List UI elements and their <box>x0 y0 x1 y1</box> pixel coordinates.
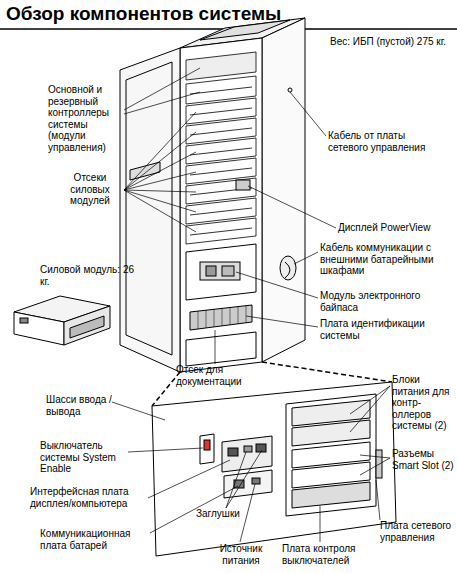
callout-label: Модуль электронного байпаса <box>320 290 440 313</box>
page-title: Обзор компонентов системы <box>6 3 281 25</box>
callout-label: Вес: ИБП (пустой) 275 кг. <box>330 36 450 48</box>
callout-label: Отсеки силовых модулей <box>54 172 126 207</box>
callout-label: Кабель от платы сетевого управления <box>328 130 438 153</box>
cabinet-drawing <box>120 18 305 372</box>
callout-label: Кабель коммуникации с внешними батарейны… <box>320 242 455 277</box>
callout-label: Дисплей PowerView <box>338 222 453 234</box>
callout-label: Плата идентификации системы <box>320 318 430 341</box>
callout-label: Отсек для документации <box>176 364 286 387</box>
callout-label: Основной и резервный контроллеры системы… <box>48 84 124 153</box>
callout-label: Выключатель системы System Enable <box>40 440 130 475</box>
power-module-drawing <box>14 296 110 345</box>
callout-label: Плата сетевого управления <box>380 520 456 543</box>
callout-label: Заглушки <box>196 508 266 520</box>
callout-label: Силовой модуль: 26 кг. <box>40 264 140 287</box>
callout-label: Плата контроля выключателей <box>282 543 392 566</box>
callout-label: Блоки питания для контр- оллеров системы… <box>392 374 456 432</box>
io-chassis-drawing <box>152 362 396 556</box>
callout-label: Источник питания <box>210 543 272 566</box>
callout-label: Шасси ввода / вывода <box>46 394 126 417</box>
callout-label: Разъемы Smart Slot (2) <box>392 448 454 471</box>
callout-label: Интерфейсная плата дисплея/компьютера <box>30 486 148 509</box>
callout-label: Коммуникационная плата батарей <box>40 528 150 551</box>
